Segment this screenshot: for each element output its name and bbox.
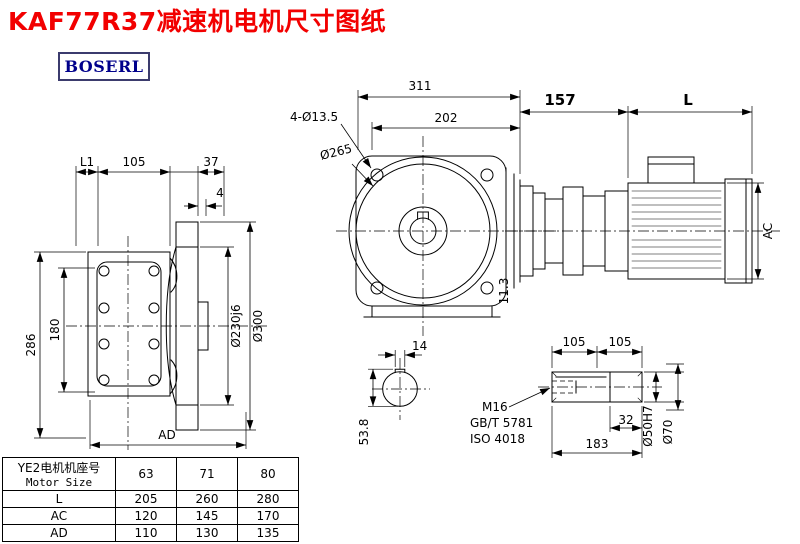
dim-ad: AD (158, 428, 175, 442)
logo-text: BOSERL (64, 57, 144, 76)
side-view: L1 105 37 4 286 180 Ø230j6 Ø300 AD (24, 155, 270, 450)
column-71: 71 (176, 457, 238, 491)
cell-l-71: 260 (176, 490, 238, 508)
dim-14: 14 (412, 339, 427, 353)
header-motor-size: YE2电机机座号 Motor Size (2, 457, 116, 491)
row-label-l: L (2, 490, 116, 508)
dim-37: 37 (203, 155, 218, 169)
dim-motor-l: L (683, 91, 693, 109)
dim-l1: L1 (80, 155, 94, 169)
boserl-logo: BOSERL (58, 52, 150, 81)
dim-32: 32 (618, 413, 633, 427)
row-label-ac: AC (2, 507, 116, 525)
cell-ac-80: 170 (237, 507, 299, 525)
dim-11-3: 11.3 (497, 278, 511, 305)
dim-157: 157 (544, 91, 575, 109)
table-header-row: YE2电机机座号 Motor Size 63 71 80 (2, 457, 299, 491)
cell-l-63: 205 (115, 490, 177, 508)
dim-230j6: Ø230j6 (229, 304, 243, 347)
dim-ac: AC (761, 223, 775, 239)
dim-183: 183 (586, 437, 609, 451)
thread-callout: M16 (482, 400, 508, 414)
dim-53-8: 53.8 (357, 419, 371, 446)
column-63: 63 (115, 457, 177, 491)
header-en: Motor Size (25, 476, 93, 489)
cell-ad-63: 110 (115, 524, 177, 542)
dim-105b: 105 (609, 335, 632, 349)
standard-iso: ISO 4018 (470, 432, 525, 446)
table-row-l: L 205 260 280 (2, 490, 299, 508)
dim-105: 105 (123, 155, 146, 169)
dim-311: 311 (409, 79, 432, 93)
dim-286: 286 (24, 334, 38, 357)
dim-50h7: Ø50H7 (641, 405, 655, 446)
motor-size-table: YE2电机机座号 Motor Size 63 71 80 L 205 260 2… (2, 457, 299, 542)
row-label-ad: AD (2, 524, 116, 542)
dim-202: 202 (435, 111, 458, 125)
cell-ac-63: 120 (115, 507, 177, 525)
dim-105a: 105 (563, 335, 586, 349)
cell-ad-71: 130 (176, 524, 238, 542)
column-80: 80 (237, 457, 299, 491)
dim-4: 4 (216, 186, 224, 200)
table-row-ac: AC 120 145 170 (2, 507, 299, 525)
front-view: 311 202 4-Ø13.5 Ø265 (290, 79, 556, 336)
table-row-ad: AD 110 130 135 (2, 524, 299, 542)
header-cn: YE2电机机座号 (17, 461, 101, 475)
dim-265: Ø265 (319, 141, 354, 162)
cell-l-80: 280 (237, 490, 299, 508)
dim-70: Ø70 (661, 420, 675, 445)
dim-300: Ø300 (251, 310, 265, 342)
page-title: KAF77R37减速机电机尺寸图纸 (8, 7, 387, 36)
cell-ad-80: 135 (237, 524, 299, 542)
shaft-detail-view: 105 105 32 183 M16 GB/T 5781 ISO 4018 Ø5… (470, 335, 684, 458)
shaft-section-view: 14 53.8 (357, 339, 430, 445)
motor-view: 157 L AC 11.3 (497, 91, 780, 304)
dim-bolt-holes: 4-Ø13.5 (290, 110, 338, 124)
cell-ac-71: 145 (176, 507, 238, 525)
dim-180: 180 (48, 319, 62, 342)
standard-gbt: GB/T 5781 (470, 416, 533, 430)
